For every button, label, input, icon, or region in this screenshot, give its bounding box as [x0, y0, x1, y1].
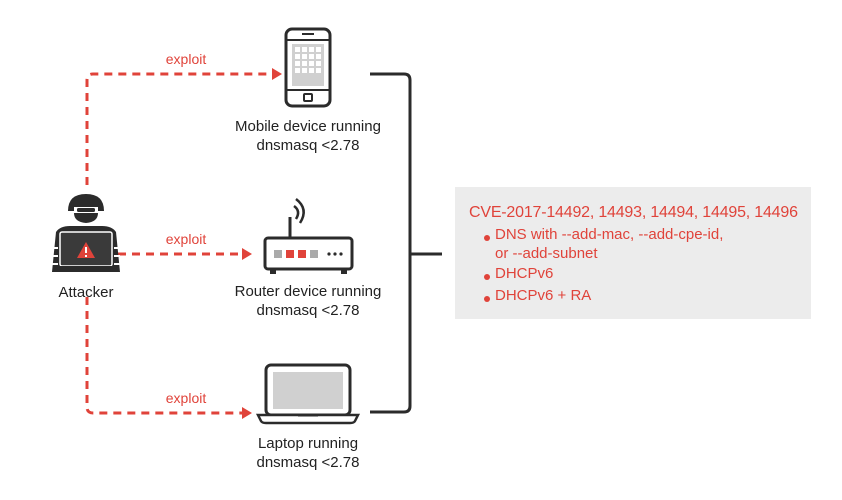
mobile-device-label-line1: Mobile device running [235, 118, 381, 135]
mobile-phone-icon [284, 27, 332, 108]
vuln-item-dns-line2: or --add-subnet [495, 245, 598, 262]
vulnerability-panel: CVE-2017-14492, 14493, 14494, 14495, 144… [455, 187, 811, 319]
cve-list-title: CVE-2017-14492, 14493, 14494, 14495, 144… [469, 204, 798, 221]
bullet-dot [484, 235, 490, 241]
router-icon [263, 198, 354, 274]
laptop-icon [255, 363, 361, 425]
arrowhead-router [242, 248, 252, 260]
router-device-label-line2: dnsmasq <2.78 [257, 302, 360, 319]
laptop-device-label-line1: Laptop running [258, 435, 358, 452]
exploit-label-mobile: exploit [166, 51, 207, 67]
exploit-path-mobile [85, 72, 272, 185]
arrowhead-mobile [272, 68, 282, 80]
vuln-item-dns-line1: DNS with --add-mac, --add-cpe-id, [495, 226, 724, 243]
bullet-dot [484, 274, 490, 280]
vuln-item-dhcpv6-ra: DHCPv6 + RA [495, 287, 592, 304]
laptop-device-label-line2: dnsmasq <2.78 [257, 454, 360, 471]
bullet-dot [484, 296, 490, 302]
vuln-item-dhcpv6: DHCPv6 [495, 265, 554, 282]
device-group-bracket [370, 72, 442, 414]
exploit-label-laptop: exploit [166, 390, 207, 406]
exploit-path-laptop [85, 297, 242, 415]
hacker-icon [52, 194, 120, 272]
attacker-label: Attacker [58, 284, 113, 301]
router-device-label-line1: Router device running [235, 283, 382, 300]
mobile-device-label-line2: dnsmasq <2.78 [257, 137, 360, 154]
exploit-label-router: exploit [166, 231, 207, 247]
arrowhead-laptop [242, 407, 252, 419]
